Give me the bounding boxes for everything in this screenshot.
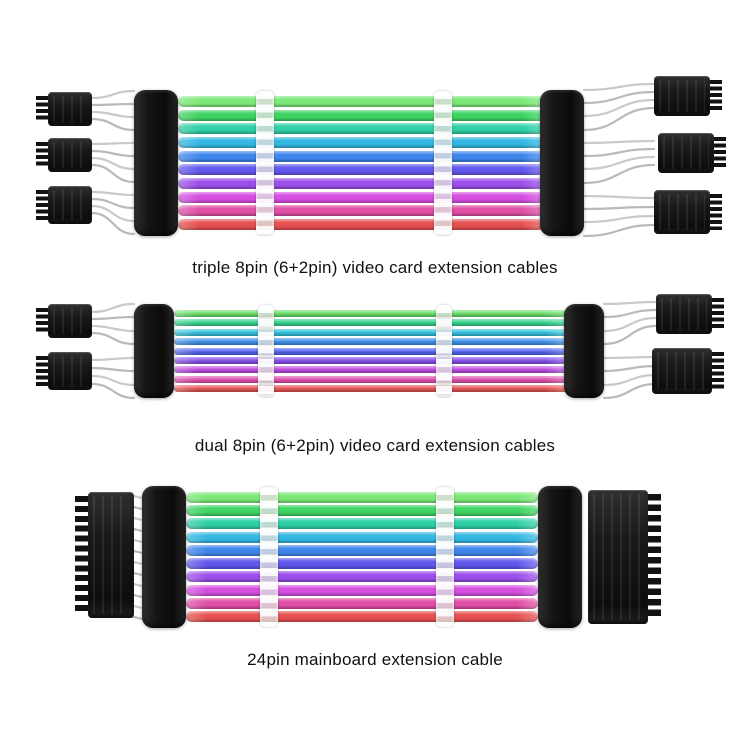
cable-stripe <box>178 205 544 217</box>
pcie-8pin-connector-right-2 <box>652 348 724 394</box>
caption-triple-8pin: triple 8pin (6+2pin) video card extensio… <box>192 258 558 277</box>
cable-stripe <box>186 544 538 556</box>
cable-clip <box>434 91 452 235</box>
cable-stripe <box>178 136 544 148</box>
cable-clip <box>436 487 454 627</box>
cable-comb-left <box>142 486 186 628</box>
cable-stripe <box>178 177 544 189</box>
cable-stripe <box>186 531 538 543</box>
cable-stripe <box>186 518 538 530</box>
wire-bundle-right <box>582 82 656 238</box>
cable-stripe <box>186 492 538 503</box>
cable-stripe <box>174 338 568 346</box>
cable-stripe <box>178 96 544 107</box>
wire-bundle-left <box>90 302 136 400</box>
cable-stripe <box>174 319 568 327</box>
cable-clip <box>260 487 278 627</box>
cable-stripe <box>178 109 544 121</box>
atx-24pin-connector-left <box>75 492 134 618</box>
cable-comb-left <box>134 304 174 398</box>
pcie-8pin-connector-left-1 <box>36 92 92 126</box>
rgb-cable-bundle <box>174 305 568 397</box>
cable-stripe <box>178 164 544 176</box>
caption-dual-8pin: dual 8pin (6+2pin) video card extension … <box>194 436 556 455</box>
pcie-8pin-connector-left-3 <box>36 186 92 224</box>
pcie-8pin-connector-right-1 <box>654 76 722 116</box>
cable-stripe <box>178 123 544 135</box>
rgb-cable-bundle <box>178 91 544 235</box>
cable-stripe <box>186 505 538 517</box>
cable-stripe <box>178 218 544 230</box>
caption-24pin: 24pin mainboard extension cable <box>247 650 503 669</box>
cable-stripe <box>174 385 568 392</box>
cable-stripe <box>178 191 544 203</box>
cable-stripe <box>174 356 568 364</box>
cable-clip <box>258 305 274 397</box>
cable-clip <box>436 305 452 397</box>
wire-bundle-left <box>90 89 136 236</box>
cable-stripe <box>186 584 538 596</box>
cable-stripe <box>174 375 568 383</box>
cable-stripe <box>174 366 568 374</box>
cable-comb-right <box>538 486 582 628</box>
rgb-cable-bundle <box>186 487 538 627</box>
cable-comb-right <box>540 90 584 236</box>
cable-comb-right <box>564 304 604 398</box>
atx-24pin-connector-right <box>588 490 661 624</box>
wire-bundle-right <box>602 300 658 400</box>
pcie-8pin-connector-right-2 <box>658 133 726 173</box>
cable-stripe <box>174 347 568 355</box>
cable-stripe <box>186 558 538 570</box>
pcie-8pin-connector-left-1 <box>36 304 92 338</box>
cable-comb-left <box>134 90 178 236</box>
cable-stripe <box>186 610 538 622</box>
cable-stripe <box>186 571 538 583</box>
cable-stripe <box>178 150 544 162</box>
pcie-8pin-connector-left-2 <box>36 138 92 172</box>
cable-stripe <box>186 597 538 609</box>
pcie-8pin-connector-right-1 <box>656 294 724 334</box>
cable-stripe <box>174 328 568 336</box>
cable-stripe <box>174 310 568 317</box>
cable-clip <box>256 91 274 235</box>
pcie-8pin-connector-left-2 <box>36 352 92 390</box>
pcie-8pin-connector-right-3 <box>654 190 722 234</box>
